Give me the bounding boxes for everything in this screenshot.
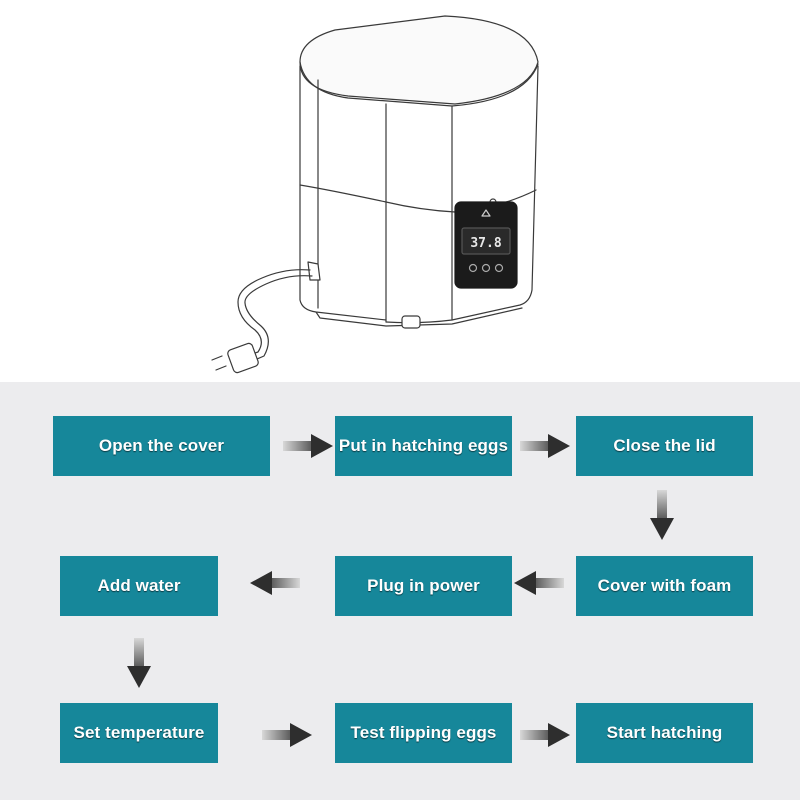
- arrow-icon: [650, 490, 674, 540]
- step-start-hatching: Start hatching: [576, 703, 753, 763]
- step-set-temperature: Set temperature: [60, 703, 218, 763]
- step-add-water: Add water: [60, 556, 218, 616]
- display-reading: 37.8: [470, 236, 501, 251]
- arrow-icon: [250, 571, 300, 595]
- step-label: Set temperature: [73, 723, 205, 742]
- arrow-icon: [262, 723, 312, 747]
- step-label: Start hatching: [606, 723, 723, 742]
- step-label: Close the lid: [613, 436, 716, 455]
- step-test-flipping-eggs: Test flipping eggs: [335, 703, 512, 763]
- step-put-in-hatching-eggs: Put in hatching eggs: [335, 416, 512, 476]
- step-label: Test flipping eggs: [350, 723, 497, 742]
- step-label: Plug in power: [367, 576, 480, 595]
- arrow-icon: [514, 571, 564, 595]
- step-label: Add water: [97, 576, 181, 595]
- arrow-icon: [127, 638, 151, 688]
- step-plug-in-power: Plug in power: [335, 556, 512, 616]
- step-label: Put in hatching eggs: [338, 436, 509, 455]
- egg-incubator-icon: 37.8: [211, 15, 539, 374]
- arrow-icon: [283, 434, 333, 458]
- step-cover-with-foam: Cover with foam: [576, 556, 753, 616]
- arrow-icon: [520, 723, 570, 747]
- incubator-illustration: 37.8: [0, 0, 800, 382]
- step-open-the-cover: Open the cover: [53, 416, 270, 476]
- step-close-the-lid: Close the lid: [576, 416, 753, 476]
- step-label: Cover with foam: [597, 576, 732, 595]
- arrow-icon: [520, 434, 570, 458]
- step-label: Open the cover: [98, 436, 225, 455]
